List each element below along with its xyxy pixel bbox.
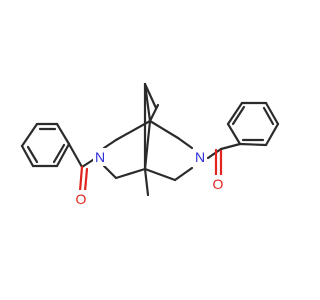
atom-n-left: N [93,148,107,166]
bicyclic-core [102,82,194,197]
n-left-label: N [95,149,105,165]
left-carbonyl [67,142,98,193]
o-right-label: O [213,176,224,192]
n-right-label: N [195,149,205,165]
atom-o-right: O [211,175,225,193]
atom-o-left: O [74,190,88,208]
left-phenyl-ring [20,122,71,168]
atom-n-right: N [193,148,207,166]
o-left-label: O [76,191,87,207]
molecule-drawing: N N O O [20,82,280,208]
right-carbonyl [206,142,242,178]
structure-canvas: N N O O [20,82,280,208]
right-phenyl-ring [226,101,280,147]
